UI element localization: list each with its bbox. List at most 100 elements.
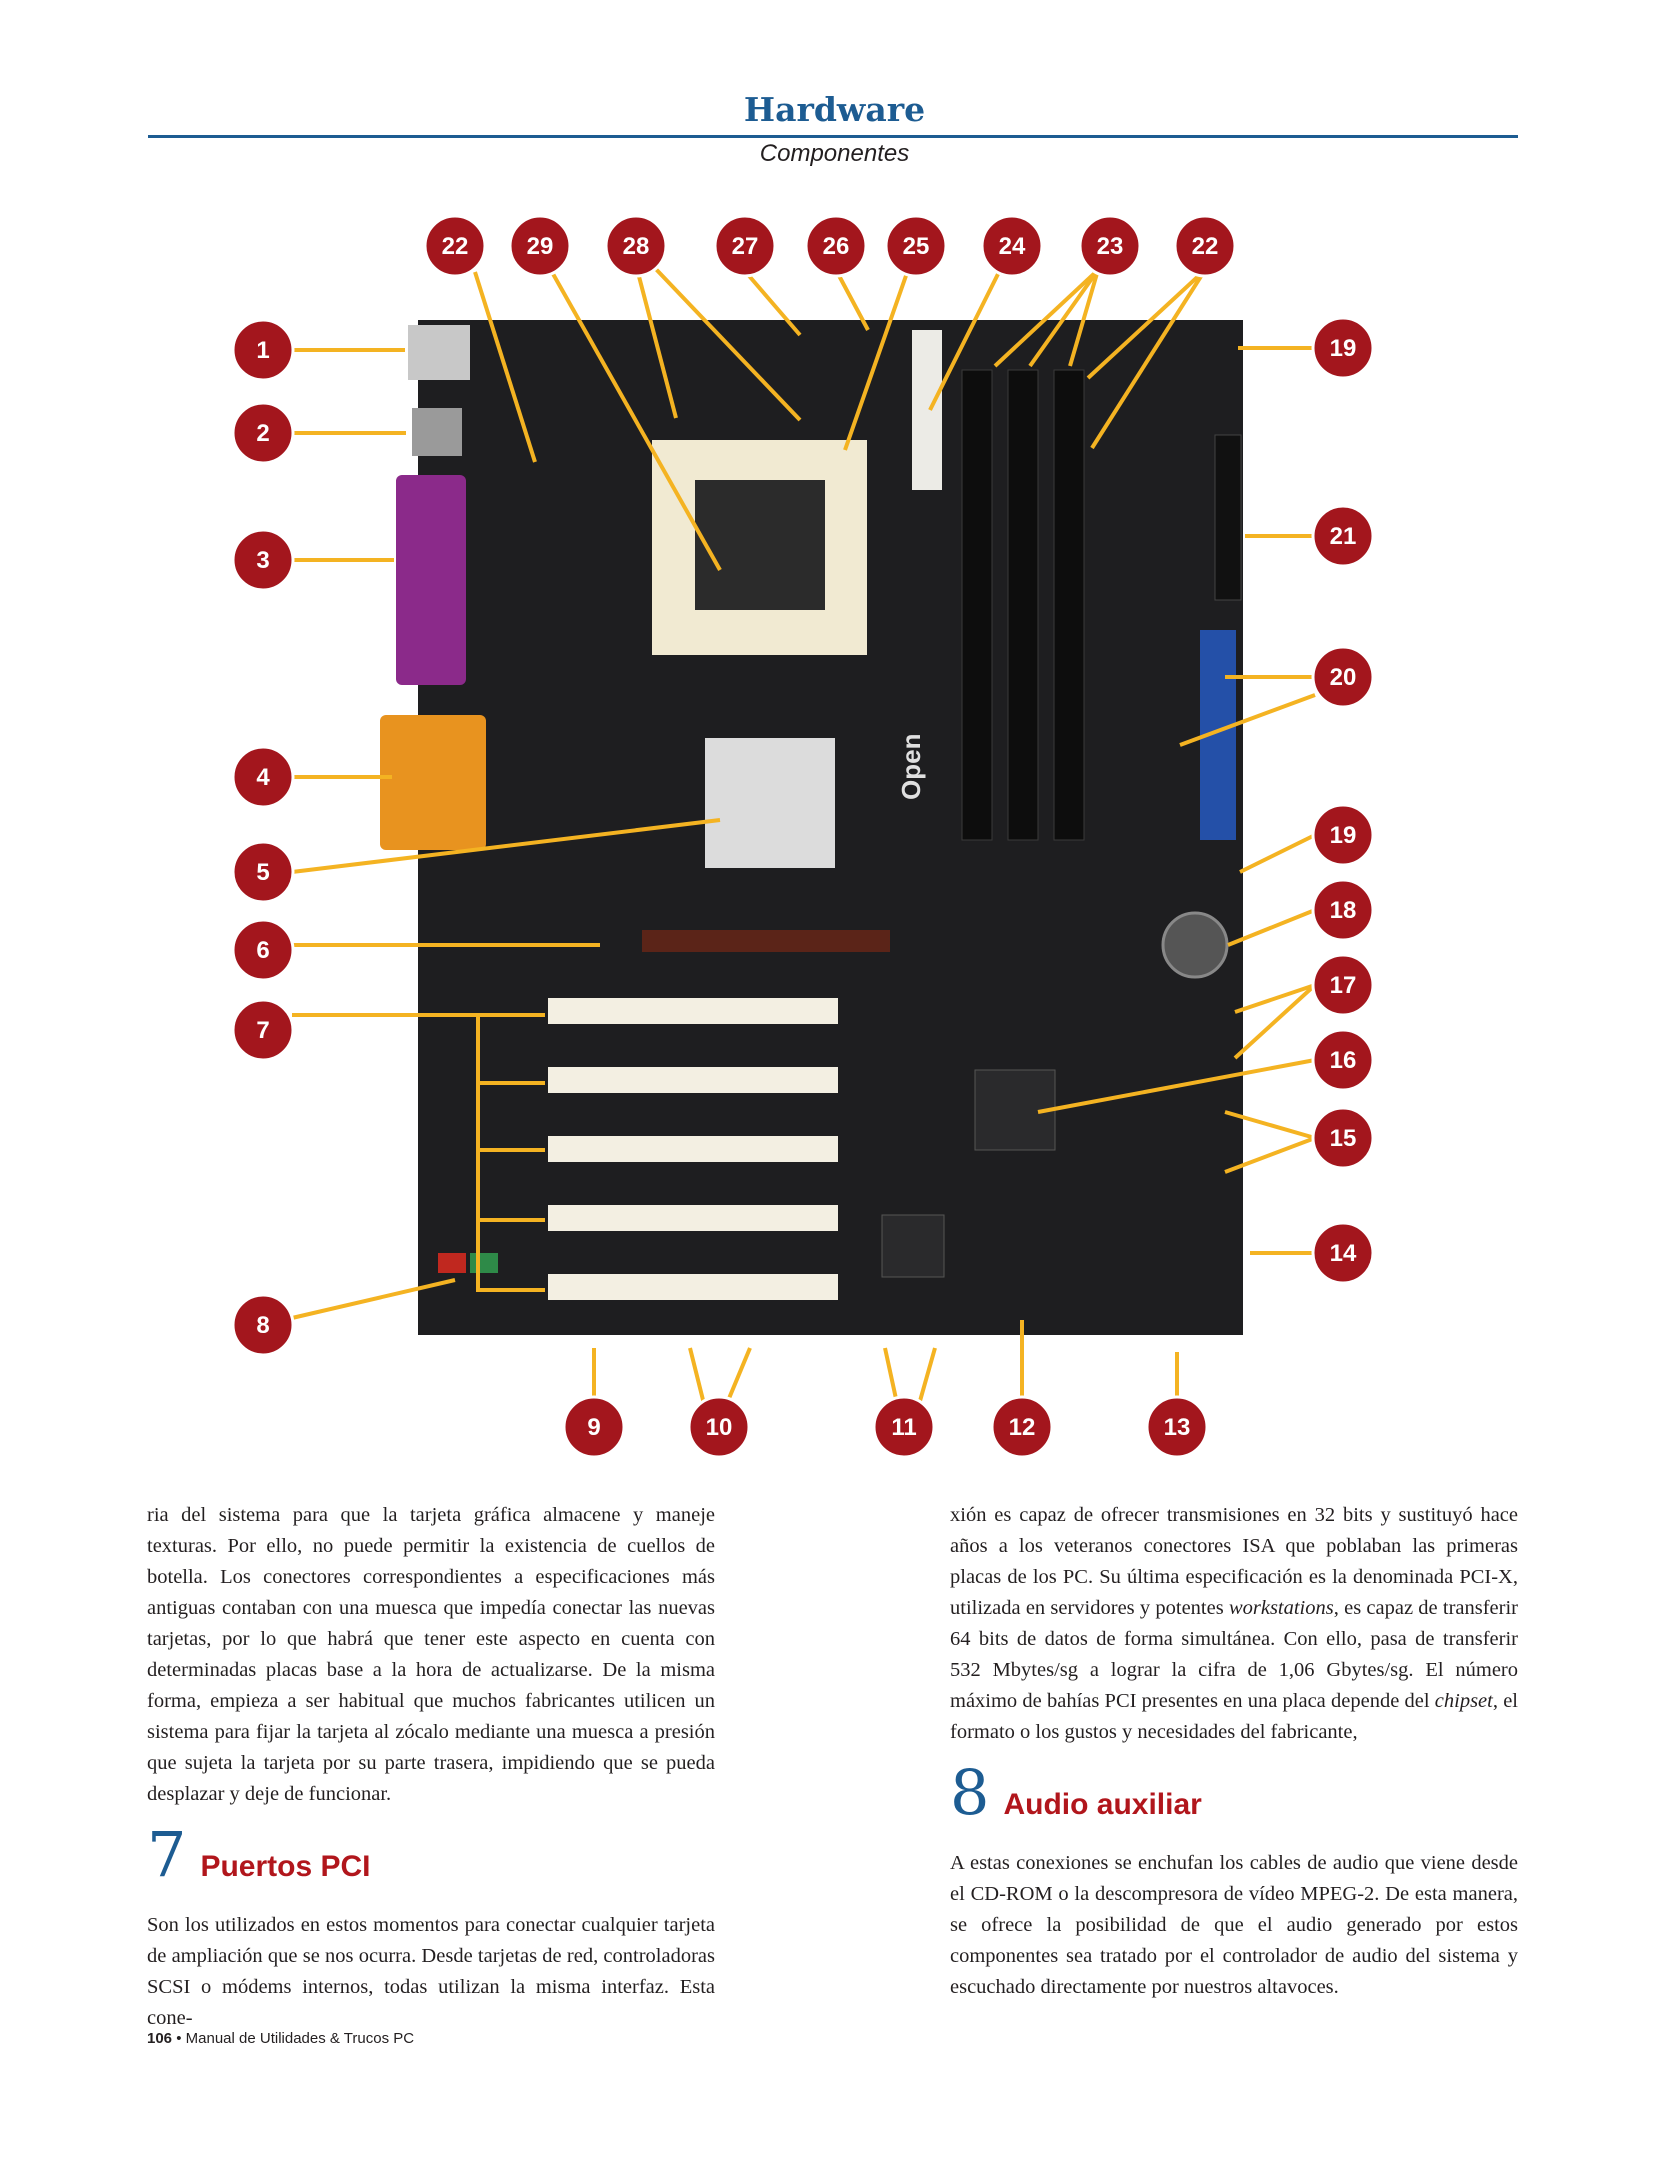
publication-name: Manual de Utilidades & Trucos PC — [185, 2030, 415, 2047]
callout-marker-circle — [980, 214, 1044, 278]
callout-marker-21: 21 — [1311, 504, 1375, 568]
callout-marker-circle — [1078, 214, 1142, 278]
callout-marker-15: 15 — [1311, 1106, 1375, 1170]
right-continuation-paragraph: xión es capaz de ofrecer transmisiones e… — [950, 1500, 1518, 1748]
callout-marker-circle — [231, 401, 295, 465]
callout-marker-2: 2 — [231, 401, 295, 465]
callout-marker-label: 29 — [527, 233, 554, 260]
callout-marker-circle — [1311, 316, 1375, 380]
pci-slot — [548, 1136, 838, 1162]
section-7-number: 7 — [147, 1818, 186, 1891]
header-rule — [148, 135, 1518, 138]
agp-slot — [642, 930, 890, 952]
callout-marker-label: 5 — [256, 859, 269, 886]
pci-slot — [548, 998, 838, 1024]
callout-marker-label: 16 — [1330, 1047, 1357, 1074]
section-7-paragraph: Son los utilizados en estos momentos par… — [147, 1914, 715, 2029]
continuation-emphasis: workstations — [1228, 1597, 1334, 1619]
cmos-battery — [1161, 911, 1229, 979]
callout-marker-circle — [508, 214, 572, 278]
callout-marker-label: 4 — [256, 764, 270, 791]
callout-marker-circle — [231, 745, 295, 809]
left-intro-paragraph: ria del sistema para que la tarjeta gráf… — [147, 1504, 715, 1805]
callout-marker-circle — [1311, 645, 1375, 709]
callout-marker-10: 10 — [687, 1395, 751, 1459]
callout-marker-20: 20 — [1311, 645, 1375, 709]
callout-marker-12: 12 — [990, 1395, 1054, 1459]
callout-marker-circle — [804, 214, 868, 278]
callout-marker-7: 7 — [231, 998, 295, 1062]
callout-marker-circle — [872, 1395, 936, 1459]
page-number: 106 — [147, 2030, 173, 2047]
callout-marker-circle — [713, 214, 777, 278]
callout-marker-label: 19 — [1330, 822, 1357, 849]
callout-marker-1: 1 — [231, 318, 295, 382]
callout-marker-17: 17 — [1311, 953, 1375, 1017]
footer-bullet: • — [176, 2030, 182, 2047]
callout-marker-29: 29 — [508, 214, 572, 278]
left-column: ria del sistema para que la tarjeta gráf… — [147, 1500, 715, 2034]
callout-marker-circle — [1311, 1221, 1375, 1285]
callout-marker-circle — [1173, 214, 1237, 278]
usb-ports — [412, 408, 462, 456]
callout-marker-circle — [231, 840, 295, 904]
pci-slot — [548, 1067, 838, 1093]
northbridge-heatsink — [705, 738, 835, 868]
callout-marker-circle — [1311, 504, 1375, 568]
pci-slot — [548, 1274, 838, 1300]
section-header-subtitle: Componentes — [759, 140, 910, 167]
callout-marker-14: 14 — [1311, 1221, 1375, 1285]
callout-marker-label: 3 — [256, 547, 269, 574]
callout-marker-label: 6 — [256, 937, 269, 964]
callout-marker-16: 16 — [1311, 1028, 1375, 1092]
callout-marker-circle — [884, 214, 948, 278]
callout-marker-24: 24 — [980, 214, 1044, 278]
callout-marker-circle — [1145, 1395, 1209, 1459]
section-8-heading: 8 Audio auxiliar — [950, 1762, 1518, 1824]
callout-marker-label: 25 — [903, 233, 930, 260]
callout-marker-label: 21 — [1330, 523, 1357, 550]
callout-marker-26: 26 — [804, 214, 868, 278]
pci-slot — [548, 1205, 838, 1231]
callout-marker-circle — [687, 1395, 751, 1459]
callout-marker-circle — [423, 214, 487, 278]
callout-marker-circle — [1311, 878, 1375, 942]
callout-marker-circle — [990, 1395, 1054, 1459]
callout-marker-25: 25 — [884, 214, 948, 278]
callout-marker-circle — [1311, 1028, 1375, 1092]
callout-marker-circle — [604, 214, 668, 278]
audio-connector-red — [438, 1253, 466, 1273]
callout-marker-label: 15 — [1330, 1125, 1357, 1152]
callout-marker-label: 2 — [256, 420, 269, 447]
callout-marker-label: 11 — [891, 1414, 916, 1441]
callout-marker-28: 28 — [604, 214, 668, 278]
dimm-slot — [1007, 369, 1039, 841]
callout-marker-19: 19 — [1311, 316, 1375, 380]
cpu-socket-pins — [695, 480, 825, 610]
callout-marker-label: 27 — [732, 233, 759, 260]
callout-marker-circle — [231, 318, 295, 382]
callout-marker-label: 19 — [1330, 335, 1357, 362]
callout-marker-circle — [1311, 803, 1375, 867]
dimm-slot — [961, 369, 993, 841]
callout-marker-label: 14 — [1330, 1240, 1357, 1267]
callout-marker-label: 22 — [1192, 233, 1219, 260]
callout-marker-label: 24 — [999, 233, 1026, 260]
continuation-text-c: , el formato o los gustos y necesidades … — [950, 1690, 1518, 1743]
callout-marker-label: 8 — [256, 1312, 269, 1339]
callout-marker-27: 27 — [713, 214, 777, 278]
callout-marker-22: 22 — [423, 214, 487, 278]
serial-port — [380, 715, 486, 850]
section-header-title: Hardware — [743, 90, 926, 129]
callout-marker-4: 4 — [231, 745, 295, 809]
io-chip — [881, 1214, 945, 1278]
motherboard-figure: Open — [231, 214, 1375, 1459]
callout-marker-label: 18 — [1330, 897, 1357, 924]
audio-connector-green — [470, 1253, 498, 1273]
section-7-heading: 7 Puertos PCI — [147, 1824, 715, 1886]
callout-marker-11: 11 — [872, 1395, 936, 1459]
callout-marker-circle — [1311, 953, 1375, 1017]
callout-marker-label: 17 — [1330, 972, 1357, 999]
callout-marker-label: 26 — [823, 233, 850, 260]
